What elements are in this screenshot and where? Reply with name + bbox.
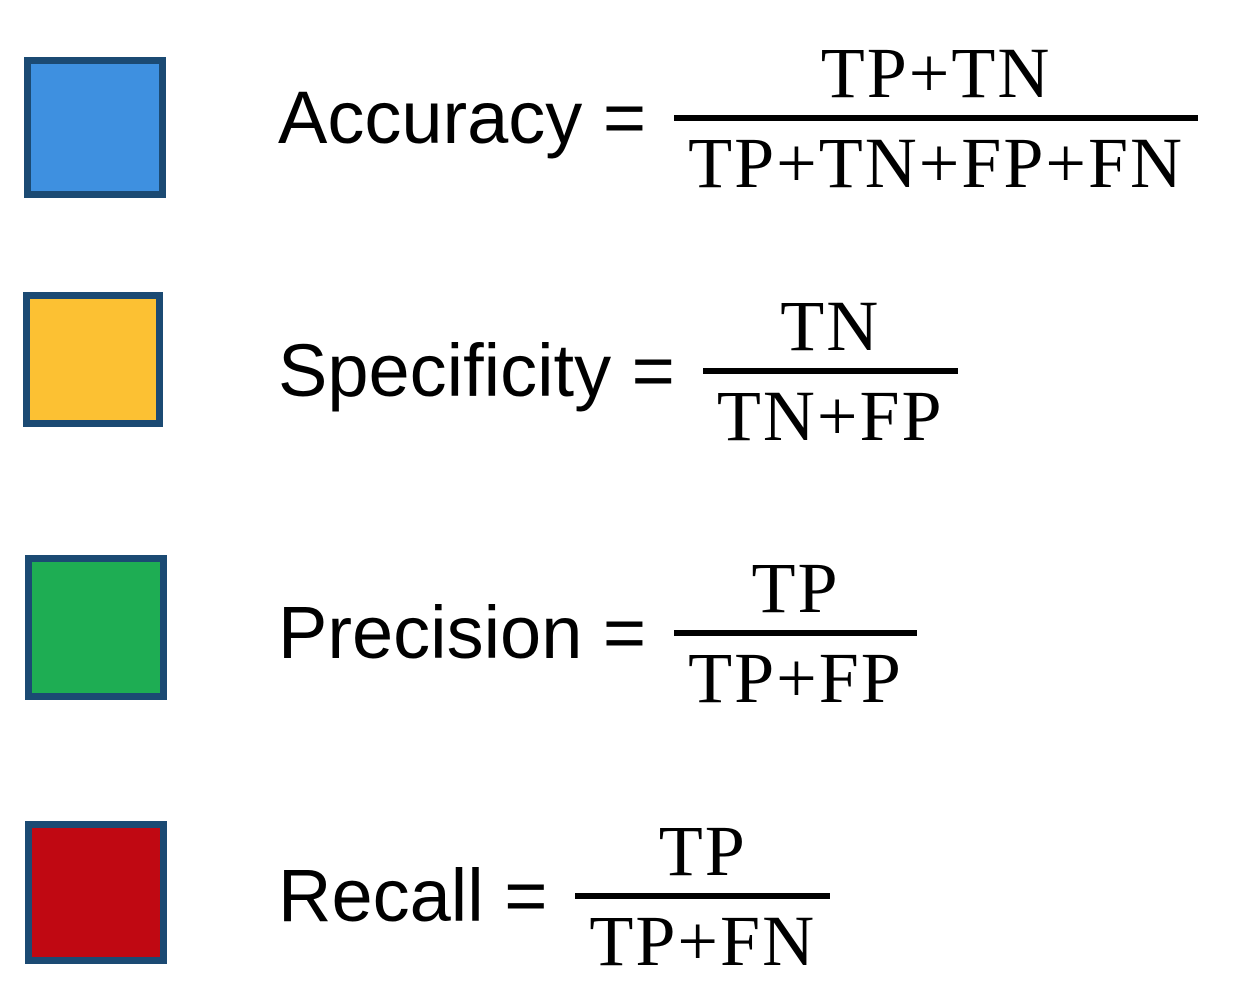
specificity-color-swatch — [23, 292, 163, 427]
recall-color-swatch — [25, 821, 167, 964]
fraction-bar — [674, 115, 1199, 122]
recall-fraction: TP TP+FN — [575, 811, 831, 982]
fraction-bar — [575, 893, 831, 900]
fraction-bar — [674, 630, 917, 637]
fraction-numerator: TN — [780, 286, 881, 366]
accuracy-formula: Accuracy = TP+TN TP+TN+FP+FN — [278, 33, 1199, 204]
fraction-denominator: TN+FP — [716, 376, 944, 457]
accuracy-color-swatch — [24, 57, 166, 198]
recall-label: Recall = — [278, 854, 548, 938]
precision-label: Precision = — [278, 591, 647, 675]
precision-fraction: TP TP+FP — [674, 548, 917, 719]
fraction-numerator: TP+TN — [820, 33, 1052, 113]
recall-formula: Recall = TP TP+FN — [278, 811, 831, 982]
specificity-fraction: TN TN+FP — [702, 286, 958, 457]
precision-formula: Precision = TP TP+FP — [278, 548, 917, 719]
accuracy-label: Accuracy = — [278, 76, 647, 160]
accuracy-fraction: TP+TN TP+TN+FP+FN — [674, 33, 1199, 204]
fraction-denominator: TP+FP — [688, 638, 903, 719]
fraction-denominator: TP+TN+FP+FN — [688, 123, 1185, 204]
precision-color-swatch — [25, 555, 167, 700]
fraction-bar — [702, 368, 958, 375]
specificity-formula: Specificity = TN TN+FP — [278, 286, 958, 457]
fraction-numerator: TP — [658, 811, 747, 891]
specificity-label: Specificity = — [278, 329, 675, 413]
fraction-denominator: TP+FN — [589, 901, 817, 982]
fraction-numerator: TP — [751, 548, 840, 628]
